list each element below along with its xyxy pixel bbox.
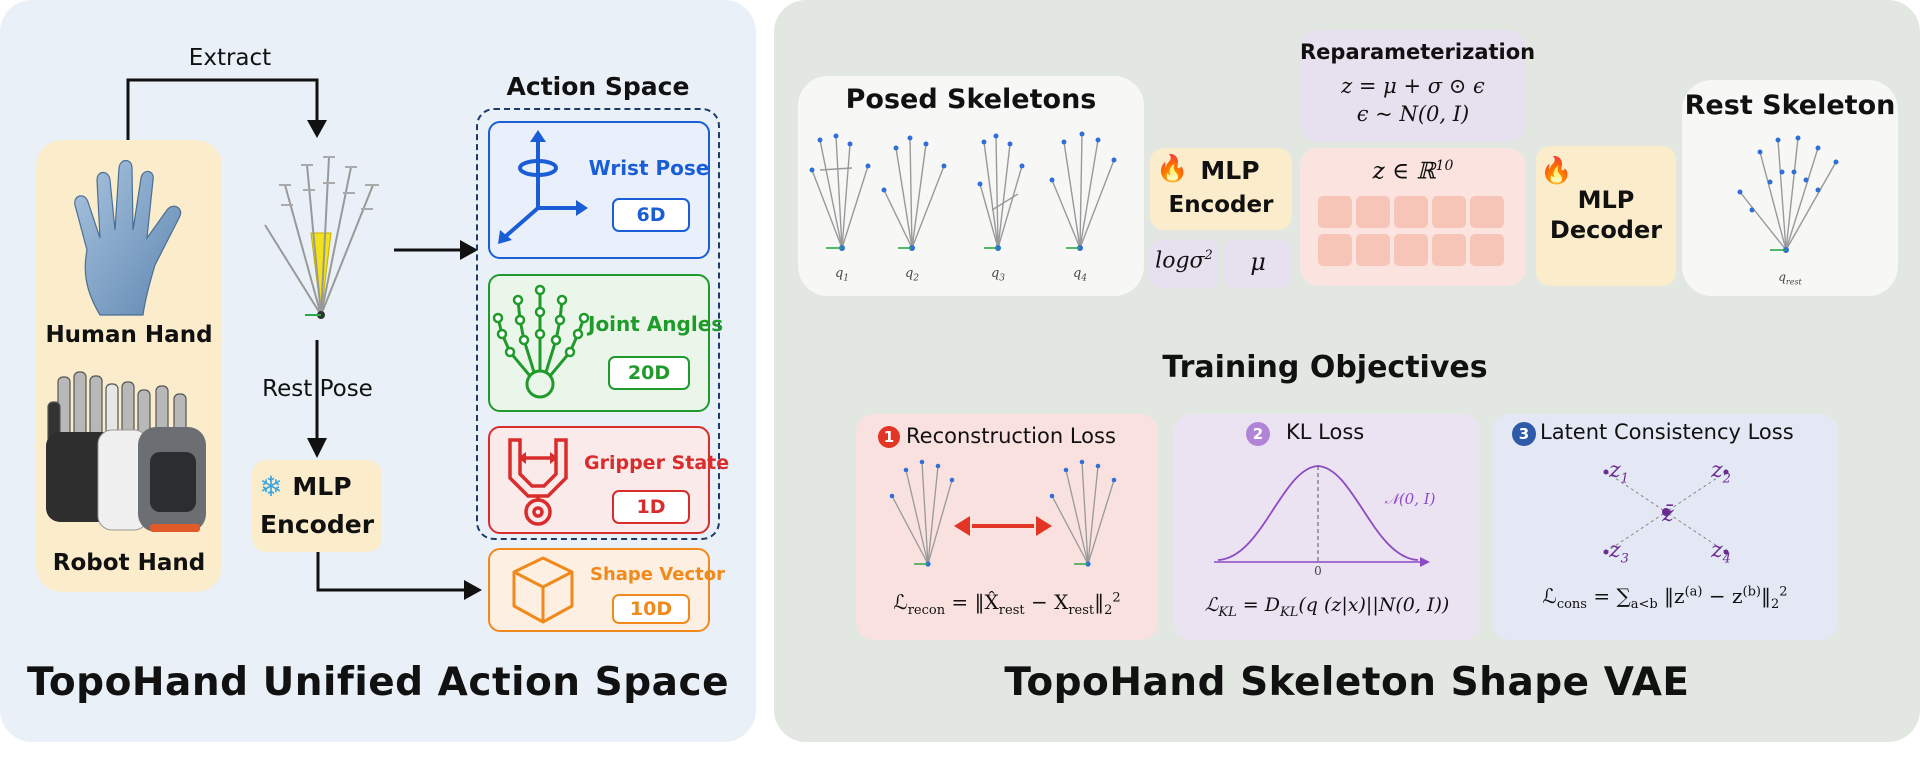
skeleton-illustration [264, 156, 379, 319]
reparam-eq2: ϵ ~ N(0, I) [1356, 102, 1470, 126]
rotation-axes-icon [498, 130, 588, 244]
action-space-frame [476, 108, 720, 540]
kl-loss-number: 2 [1246, 422, 1270, 446]
gripper-state-label: Gripper State [584, 452, 730, 474]
robot-hand-illustration [46, 371, 206, 532]
rest-skeleton-graphic [1737, 135, 1839, 253]
mu-box [1224, 240, 1292, 288]
wrist-pose-dim: 6D [612, 198, 690, 232]
left-panel-title: TopoHand Unified Action Space [26, 660, 730, 705]
human-hand-illustration [74, 159, 182, 316]
q1-label: q1 [834, 266, 850, 284]
z4-label: z4 [1711, 538, 1731, 567]
rest-skeleton-title: Rest Skeleton [1684, 90, 1896, 121]
log-sigma-box [1150, 240, 1218, 288]
mlp-decoder-box [1536, 146, 1676, 286]
latent-grid [1318, 196, 1504, 266]
wrist-pose-label: Wrist Pose [588, 156, 710, 180]
fire-icon: 🔥 [1540, 156, 1573, 186]
training-objectives-title: Training Objectives [1162, 350, 1488, 385]
recon-loss-formula: ℒrecon = ‖X̂rest − Xrest‖22 [893, 590, 1121, 618]
z-center-label: z̄ [1662, 502, 1674, 527]
mlp-encoder-box [1150, 148, 1292, 230]
latent-label: z ∈ ℝ10 [1372, 158, 1454, 185]
kl-loss-formula: ℒKL = DKL(q (z|x)||N(0, I)) [1204, 594, 1450, 620]
recon-loss-number: 1 [878, 426, 900, 448]
wrist-pose-card [488, 121, 710, 259]
rest-skeleton-box [1682, 80, 1898, 296]
latent-consistency-graphic [1603, 469, 1729, 555]
gaussian-curve-graphic [1214, 465, 1430, 567]
kl-loss-box [1174, 414, 1480, 640]
mlp-encoder-line2: Encoder [1168, 192, 1274, 218]
mlp-decoder-line1: MLP [1577, 186, 1635, 214]
posed-skeletons-box [798, 76, 1144, 296]
posed-skeletons-graphic [809, 131, 1117, 251]
q4-label: q4 [1072, 266, 1088, 284]
kl-loss-title: KL Loss [1286, 420, 1365, 444]
q-rest-label: qrest [1778, 270, 1802, 287]
reparam-eq1: z = μ + σ ⊙ ϵ [1341, 74, 1485, 98]
recon-skeletons-graphic [889, 459, 1117, 567]
right-panel-title: TopoHand Skeleton Shape VAE [1004, 660, 1690, 705]
log-sigma-label: logσ2 [1155, 248, 1213, 274]
q2-label: q2 [904, 266, 920, 284]
extract-label: Extract [188, 45, 272, 71]
cons-loss-box [1492, 414, 1838, 640]
cons-loss-title: Latent Consistency Loss [1540, 420, 1794, 444]
snowflake-icon: ❄ [259, 470, 283, 503]
robot-hand-label: Robot Hand [52, 550, 206, 576]
mlp-encoder-line1: MLP [1200, 156, 1260, 185]
human-hand-label: Human Hand [45, 322, 213, 348]
frozen-mlp-line1: MLP [292, 472, 352, 501]
shape-vector-dim: 10D [612, 594, 690, 624]
cube-icon [512, 556, 574, 624]
recon-loss-title: Reconstruction Loss [906, 424, 1116, 448]
joint-angles-dim: 20D [608, 356, 690, 390]
extract-arrow [126, 78, 482, 600]
joint-angles-label: Joint Angles [588, 312, 724, 336]
cons-loss-number: 3 [1512, 422, 1536, 446]
z2-label: z2 [1711, 458, 1731, 487]
rest-pose-label: Rest Pose [262, 376, 373, 402]
z3-label: z3 [1609, 538, 1629, 567]
shape-vector-label: Shape Vector [590, 564, 725, 585]
frozen-mlp-line2: Encoder [259, 510, 375, 539]
gripper-icon [508, 438, 568, 526]
hand-skeleton-icon [492, 284, 590, 399]
posed-skeletons-title: Posed Skeletons [845, 84, 1097, 115]
fire-icon: 🔥 [1156, 154, 1189, 184]
cons-loss-formula: ℒcons = ∑a<b ‖z(a) − z(b)‖22 [1542, 584, 1788, 612]
kl-dist-label: 𝒩(0, I) [1384, 490, 1436, 508]
gripper-state-dim: 1D [612, 490, 690, 524]
mu-label: μ [1250, 248, 1266, 276]
q3-label: q3 [990, 266, 1006, 284]
kl-zero-label: 0 [1314, 564, 1322, 578]
z1-label: z1 [1609, 458, 1629, 487]
reparam-box [1300, 30, 1526, 142]
mlp-decoder-line2: Decoder [1549, 216, 1663, 244]
action-space-title: Action Space [506, 72, 690, 101]
reparam-title: Reparameterization [1300, 40, 1536, 64]
frozen-mlp-encoder [252, 460, 382, 552]
